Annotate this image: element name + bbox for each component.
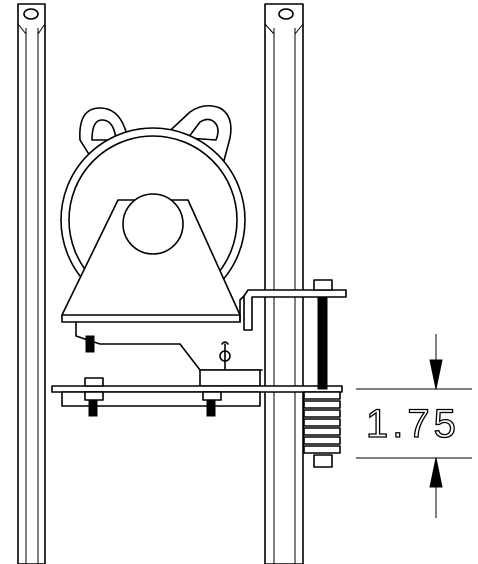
bottom-block — [199, 369, 261, 387]
dimension-annotation: 1.75 — [356, 334, 472, 518]
bolt-stud-left — [88, 399, 98, 417]
spring-coil — [303, 391, 341, 454]
lower-body — [75, 291, 263, 387]
arrow-down-icon — [429, 359, 443, 390]
axle-hub — [122, 193, 184, 255]
left-rail-hole — [23, 8, 39, 20]
housing-plate — [61, 193, 241, 323]
right-rail-hole — [278, 8, 294, 20]
dimension-value: 1.75 — [366, 402, 460, 446]
stud-left-upper — [85, 335, 95, 353]
right-rail — [264, 3, 304, 564]
bolt-stud-right — [206, 399, 216, 417]
threaded-rod — [317, 296, 328, 390]
spring-assembly — [303, 279, 341, 468]
bolt-nut-left — [84, 377, 104, 387]
arrow-up-icon — [429, 457, 443, 488]
bracket-arm — [243, 289, 347, 331]
bottom-nut — [313, 454, 333, 468]
base-bolts — [84, 377, 222, 417]
bolt-nut-right — [202, 391, 222, 401]
bolt-nut-left-lower — [84, 391, 104, 401]
left-rail — [17, 3, 46, 564]
top-nut — [313, 279, 333, 291]
